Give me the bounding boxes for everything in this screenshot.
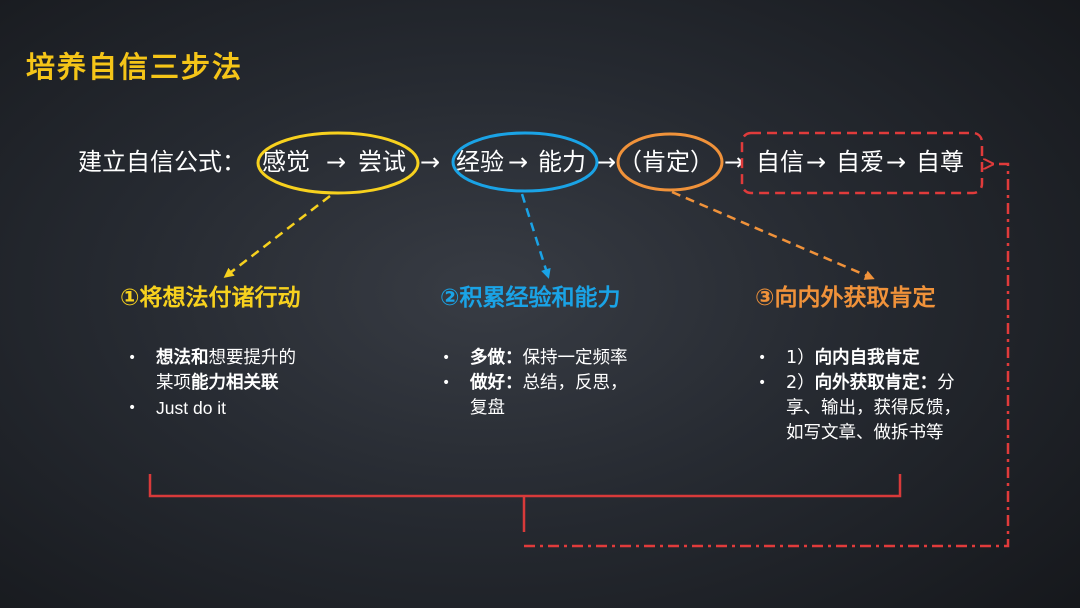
- bottom-bracket: [148, 474, 902, 532]
- list-item: Just do it: [122, 396, 296, 422]
- feedback-loop: [524, 164, 1010, 548]
- formula-self-love: 自爱: [836, 148, 884, 176]
- formula-arrow-5: →: [724, 148, 745, 176]
- formula-feeling: 感觉: [262, 148, 310, 176]
- list-item-text: 想要提升的: [208, 348, 297, 368]
- list-item-bold: 想法和: [156, 348, 209, 368]
- step-3-heading: ③向内外获取肯定: [755, 285, 936, 311]
- formula-confidence: 自信: [756, 148, 804, 176]
- formula-ability: 能力: [538, 148, 586, 176]
- formula-try: 尝试: [358, 148, 406, 176]
- list-item-bold: 多做：: [470, 348, 523, 368]
- list-item-text: 某项: [156, 373, 191, 393]
- list-item-text: Just do it: [156, 398, 227, 418]
- formula-arrow-6: →: [806, 148, 827, 176]
- list-item: 2）向外获取肯定：分 享、输出，获得反馈， 如写文章、做拆书等: [752, 371, 961, 446]
- formula-arrow-2: →: [420, 148, 441, 176]
- step-1-heading: ①将想法付诸行动: [120, 285, 301, 311]
- ellipse-yellow: [256, 131, 420, 195]
- list-item-text: 保持一定频率: [522, 348, 628, 368]
- red-dashed-box: [740, 131, 984, 195]
- arrow-orange: [671, 190, 875, 280]
- step-3-list: 1）向内自我肯定 2）向外获取肯定：分 享、输出，获得反馈， 如写文章、做拆书等: [752, 346, 961, 446]
- formula-arrow-7: →: [886, 148, 907, 176]
- list-item-bold: 做好：: [470, 373, 523, 393]
- arrow-blue: [520, 193, 551, 279]
- list-item: 多做：保持一定频率: [436, 346, 628, 371]
- formula-self-respect: 自尊: [916, 148, 964, 176]
- list-item-text: 享、输出，获得反馈，: [786, 398, 961, 418]
- list-item: 做好：总结，反思， 复盘: [436, 371, 628, 421]
- formula-arrow-4: →: [596, 148, 617, 176]
- list-item-number: 2）: [786, 373, 815, 393]
- ellipse-orange: [616, 132, 724, 192]
- list-item: 想法和想要提升的 某项能力相关联: [122, 346, 296, 396]
- page-title: 培养自信三步法: [26, 50, 244, 84]
- arrow-yellow: [223, 195, 331, 278]
- list-item-text: 如写文章、做拆书等: [786, 423, 944, 443]
- list-item-bold: 向内自我肯定: [814, 348, 920, 368]
- formula-arrow-3: →: [508, 148, 529, 176]
- list-item-bold: 能力相关联: [191, 373, 279, 393]
- list-item-number: 1）: [786, 348, 815, 368]
- step-2-heading: ②积累经验和能力: [440, 285, 621, 311]
- list-item-text: 总结，反思，: [522, 373, 628, 393]
- list-item: 1）向内自我肯定: [752, 346, 961, 371]
- formula-affirm: （肯定）: [618, 148, 714, 176]
- formula-arrow-1: →: [326, 148, 347, 176]
- ellipse-blue: [451, 131, 599, 193]
- formula-experience: 经验: [456, 148, 504, 176]
- list-item-text: 分: [937, 373, 955, 393]
- step-1-list: 想法和想要提升的 某项能力相关联 Just do it: [122, 346, 296, 422]
- list-item-bold: 向外获取肯定：: [814, 373, 938, 393]
- formula-label: 建立自信公式：: [78, 148, 246, 176]
- step-2-list: 多做：保持一定频率 做好：总结，反思， 复盘: [436, 346, 628, 421]
- list-item-text: 复盘: [470, 398, 505, 418]
